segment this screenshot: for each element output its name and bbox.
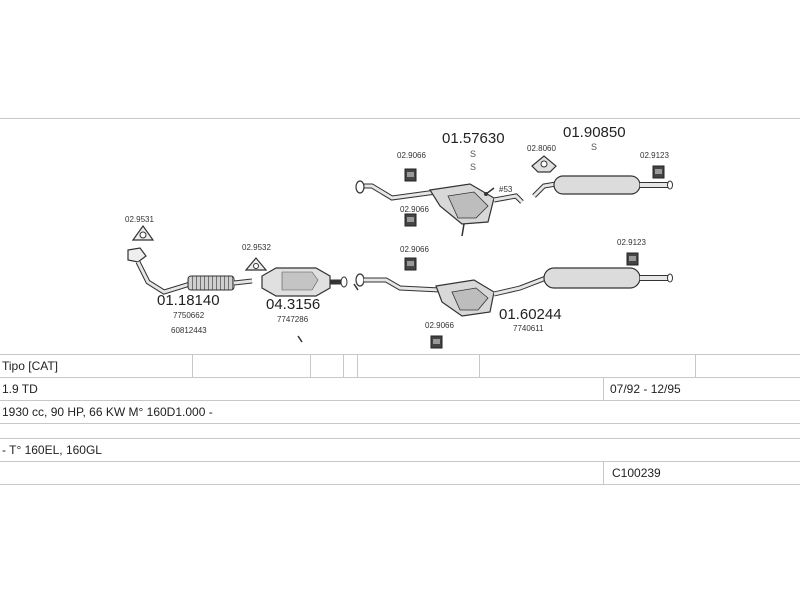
column-divider (603, 462, 604, 484)
oem-number-label: 7747286 (277, 315, 309, 324)
hanger-02-9066-b-shape[interactable] (404, 213, 417, 227)
hanger-02-9123-a-shape[interactable] (652, 165, 665, 179)
bolt-label: #53 (499, 185, 513, 194)
years-cell: 07/92 - 12/95 (610, 382, 681, 396)
table-row: 1930 cc, 90 HP, 66 KW M° 160D1.000 - (0, 400, 800, 423)
exhaust-system-diagram (127, 155, 673, 349)
column-divider (695, 355, 696, 377)
oem-number-label: 60812443 (171, 326, 207, 335)
bolt-53-shape[interactable] (484, 187, 495, 196)
part-01-57630-shape[interactable] (355, 180, 524, 237)
column-divider (192, 355, 193, 377)
part-01-60244-shape[interactable] (355, 267, 673, 317)
versions-cell: - T° 160EL, 160GL (2, 443, 102, 457)
table-row (0, 423, 800, 438)
part-number-label: 01.60244 (499, 306, 562, 323)
bolt-shape (297, 283, 359, 343)
gasket-02-9531-shape[interactable] (131, 224, 155, 241)
component-label: 02.9066 (425, 321, 454, 330)
component-label: 02.8060 (527, 144, 556, 153)
part-01-18140-shape[interactable] (127, 247, 253, 295)
component-label: 02.9532 (242, 243, 271, 252)
component-label: 02.9066 (397, 151, 426, 160)
spec-cell: 1930 cc, 90 HP, 66 KW M° 160D1.000 - (2, 405, 213, 419)
s-marker: S (470, 162, 477, 172)
s-marker: S (470, 149, 477, 159)
component-label: 02.9123 (640, 151, 669, 160)
part-number-label: 01.18140 (157, 292, 220, 309)
table-row: C100239 (0, 461, 800, 484)
part-number-label: 04.3156 (266, 296, 321, 313)
code-cell: C100239 (612, 466, 661, 480)
table-row: - T° 160EL, 160GL (0, 438, 800, 461)
table-row: 1.9 TD 07/92 - 12/95 (0, 377, 800, 400)
hanger-02-9123-b-shape[interactable] (626, 252, 639, 266)
oem-number-label: 7740611 (513, 324, 544, 333)
part-01-90850-shape[interactable] (532, 175, 673, 198)
hanger-02-9066-d-shape[interactable] (430, 335, 443, 349)
part-number-label: 01.90850 (563, 124, 626, 141)
component-label: 02.9066 (400, 205, 429, 214)
table-bottom-border (0, 484, 800, 485)
table-row: Tipo [CAT] (0, 354, 800, 377)
gasket-02-9532-shape[interactable] (244, 257, 268, 271)
hanger-02-9066-c-shape[interactable] (404, 257, 417, 271)
part-04-3156-shape[interactable] (261, 267, 348, 297)
model-cell: Tipo [CAT] (2, 359, 59, 373)
engine-cell: 1.9 TD (2, 382, 38, 396)
clamp-02-8060-shape[interactable] (531, 155, 557, 173)
s-marker: S (591, 142, 598, 152)
component-label: 02.9066 (400, 245, 429, 254)
column-divider (479, 355, 480, 377)
oem-number-label: 7750662 (173, 311, 205, 320)
diagram-frame (0, 118, 800, 488)
column-divider (343, 355, 344, 377)
column-divider (310, 355, 311, 377)
frame-top-border (0, 118, 800, 119)
hanger-02-9066-a-shape[interactable] (404, 168, 417, 182)
component-label: 02.9123 (617, 238, 646, 247)
column-divider (357, 355, 358, 377)
column-divider (603, 378, 604, 400)
component-label: 02.9531 (125, 215, 154, 224)
part-number-label: 01.57630 (442, 130, 505, 147)
